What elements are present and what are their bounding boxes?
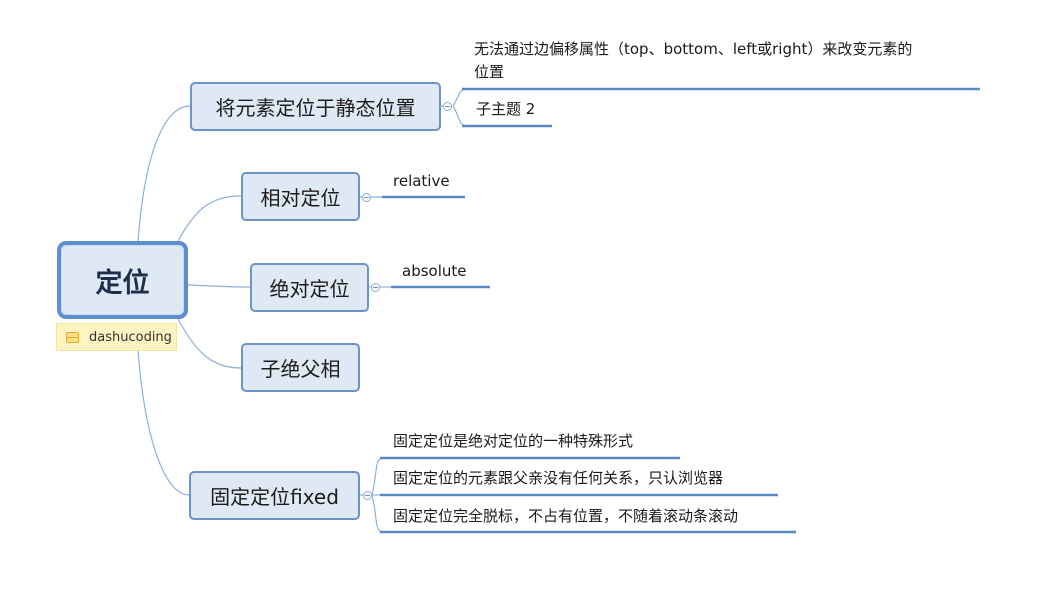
- collapse-toggle-branch-5[interactable]: [363, 491, 372, 500]
- branch-label: 绝对定位: [269, 277, 350, 301]
- leaf-topic[interactable]: absolute: [402, 260, 467, 283]
- branch-label: 相对定位: [260, 186, 341, 210]
- leaf-text-line-2: 位置: [474, 63, 505, 81]
- leaf-text-line-1: 无法通过边偏移属性（top、bottom、left或right）来改变元素的: [474, 40, 913, 58]
- connector-b5-leaf-3: [371, 494, 385, 533]
- collapse-toggle-branch-3[interactable]: [371, 283, 380, 292]
- connector-root-branch-3: [187, 284, 251, 288]
- connector-root-branch-5: [137, 350, 190, 496]
- connector-b1-leaf-2: [452, 105, 469, 127]
- leaf-text: 固定定位的元素跟父亲没有任何关系，只认浏览器: [393, 469, 724, 487]
- connector-root-branch-2: [177, 195, 242, 242]
- root-note-tag[interactable]: dashucoding: [56, 323, 177, 351]
- leaf-topic[interactable]: 无法通过边偏移属性（top、bottom、left或right）来改变元素的: [474, 38, 912, 61]
- connector-root-branch-1: [137, 105, 191, 242]
- connector-root-branch-4: [177, 318, 242, 369]
- collapse-toggle-branch-1[interactable]: [443, 102, 452, 111]
- branch-child-absolute-parent-relative[interactable]: 子绝父相: [241, 343, 360, 392]
- root-title: 定位: [95, 267, 150, 299]
- leaf-text: 固定定位是绝对定位的一种特殊形式: [393, 432, 634, 450]
- leaf-text: 固定定位完全脱标，不占有位置，不随着滚动条滚动: [393, 507, 739, 525]
- leaf-text: relative: [393, 172, 450, 190]
- leaf-text: absolute: [402, 262, 467, 280]
- connector-b1-leaf-1: [452, 88, 469, 107]
- leaf-topic[interactable]: 子主题 2: [476, 98, 535, 121]
- leaf-topic[interactable]: 固定定位的元素跟父亲没有任何关系，只认浏览器: [393, 467, 723, 490]
- leaf-topic[interactable]: relative: [393, 170, 450, 193]
- branch-absolute-position[interactable]: 绝对定位: [250, 263, 369, 312]
- branch-label: 将元素定位于静态位置: [215, 96, 416, 120]
- branch-static-position[interactable]: 将元素定位于静态位置: [190, 82, 441, 131]
- branch-relative-position[interactable]: 相对定位: [241, 172, 360, 221]
- root-topic[interactable]: 定位: [57, 241, 188, 319]
- note-icon: [66, 331, 79, 343]
- leaf-text: 子主题 2: [476, 100, 536, 118]
- branch-label: 子绝父相: [260, 357, 341, 381]
- leaf-topic[interactable]: 固定定位完全脱标，不占有位置，不随着滚动条滚动: [393, 505, 738, 528]
- branch-label: 固定定位fixed: [210, 485, 339, 509]
- connector-b5-leaf-1: [371, 457, 385, 496]
- leaf-topic-continued: 位置: [474, 61, 504, 84]
- note-label: dashucoding: [89, 329, 172, 345]
- branch-fixed-position[interactable]: 固定定位fixed: [189, 471, 360, 520]
- leaf-topic[interactable]: 固定定位是绝对定位的一种特殊形式: [393, 430, 633, 453]
- collapse-toggle-branch-2[interactable]: [362, 193, 371, 202]
